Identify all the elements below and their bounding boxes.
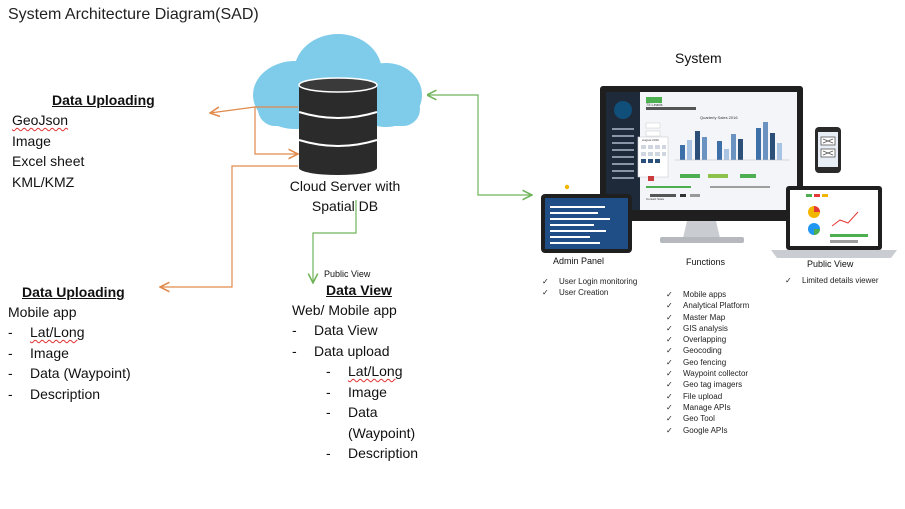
public-view-small-label: Public View bbox=[324, 269, 371, 279]
list-item: ✓Analytical Platform bbox=[666, 301, 750, 311]
list-item: -Image bbox=[8, 344, 69, 361]
upload-top-item: Excel sheet bbox=[12, 153, 85, 169]
arrow-to-upload-heading bbox=[210, 107, 256, 113]
screen-header-text: 75 Leads bbox=[646, 102, 663, 107]
list-item: -Data View bbox=[292, 322, 378, 338]
data-view-subtitle: Web/ Mobile app bbox=[292, 302, 397, 318]
arrow-to-data-view bbox=[313, 200, 357, 283]
list-item: -Lat/Long bbox=[8, 324, 85, 340]
upload-mobile-heading: Data Uploading bbox=[22, 284, 125, 300]
upload-top-list: GeoJson Image Excel sheet KML/KMZ bbox=[12, 110, 84, 192]
upload-top-item: KML/KMZ bbox=[12, 173, 75, 190]
list-item: ✓User Login monitoring bbox=[542, 277, 638, 286]
screen-calendar-month: August 2016 bbox=[642, 138, 659, 142]
list-item: (Waypoint) bbox=[348, 424, 416, 441]
upload-top-item: GeoJson bbox=[12, 112, 69, 128]
list-item: ✓Manage APIs bbox=[666, 402, 731, 412]
upload-mobile-subtitle: Mobile app bbox=[8, 304, 77, 320]
cloud-server-label: Cloud Server with Spatial DB bbox=[270, 176, 420, 216]
admin-panel-label: Admin Panel bbox=[553, 256, 605, 266]
list-item: ✓Geo Tool bbox=[666, 414, 715, 424]
list-item: -Description bbox=[326, 445, 419, 461]
arrow-to-mobile-upload bbox=[160, 165, 298, 287]
list-item: ✓Geo tag imagers bbox=[666, 380, 743, 390]
list-item: ✓Mobile apps bbox=[666, 290, 727, 299]
list-item: -Data (Waypoint) bbox=[8, 365, 131, 381]
list-item: ✓Limited details viewer bbox=[785, 276, 879, 285]
list-item: ✓Geocoding bbox=[666, 346, 722, 356]
public-view-list: ✓Limited details viewer bbox=[785, 275, 878, 286]
system-label: System bbox=[675, 50, 722, 66]
screen-bottom-label: Contact Stats bbox=[646, 197, 665, 201]
list-item: -Description bbox=[8, 385, 101, 402]
monitor-bar-chart bbox=[675, 122, 790, 161]
admin-panel-list: ✓User Login monitoring ✓User Creation bbox=[542, 276, 637, 299]
list-item: ✓File upload bbox=[666, 391, 723, 401]
list-item: ✓Waypoint collector bbox=[666, 369, 749, 379]
list-item: ✓Overlapping bbox=[666, 335, 727, 345]
public-view-label: Public View bbox=[807, 259, 854, 269]
list-item: ✓User Creation bbox=[542, 288, 609, 298]
data-view-heading: Data View bbox=[326, 282, 392, 298]
laptop-icon bbox=[771, 186, 897, 258]
list-item: ✓GIS analysis bbox=[666, 323, 728, 333]
cloud-label-line2: Spatial DB bbox=[311, 198, 379, 214]
diagram-title: System Architecture Diagram(SAD) bbox=[8, 6, 259, 23]
data-view-list: -Data View -Data upload -Lat/Long -Image… bbox=[292, 320, 418, 464]
list-item: ✓Master Map bbox=[666, 312, 726, 322]
list-item: ✓Geo fencing bbox=[666, 357, 727, 367]
list-item: -Data upload bbox=[292, 342, 390, 359]
phone-icon bbox=[815, 127, 841, 173]
upload-mobile-list: -Lat/Long -Image -Data (Waypoint) -Descr… bbox=[8, 322, 131, 404]
list-item: ✓Google APIs bbox=[666, 425, 728, 435]
upload-top-heading: Data Uploading bbox=[52, 92, 155, 108]
arrow-to-data-uploading-top bbox=[254, 106, 298, 154]
list-item: -Data bbox=[326, 404, 378, 420]
functions-label: Functions bbox=[686, 257, 726, 267]
arrow-cloud-system bbox=[428, 95, 532, 195]
screen-chart-title: Quarterly Sales 2016 bbox=[700, 115, 738, 120]
database-icon bbox=[298, 77, 378, 175]
monitor-icon bbox=[600, 86, 803, 243]
admin-tablet-icon bbox=[541, 184, 632, 253]
functions-list: ✓Mobile apps ✓Analytical Platform ✓Maste… bbox=[666, 289, 749, 436]
list-item: -Lat/Long bbox=[326, 363, 403, 379]
cloud-label-line1: Cloud Server with bbox=[289, 178, 401, 194]
list-item: -Image bbox=[326, 383, 387, 400]
upload-top-item: Image bbox=[12, 132, 51, 149]
